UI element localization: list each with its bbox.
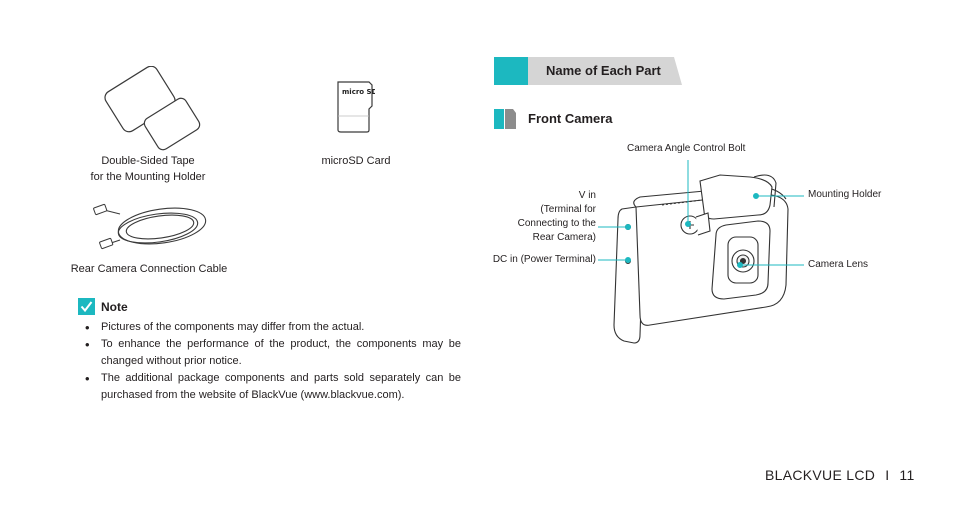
tape-caption-line-1: Double-Sided Tape bbox=[101, 155, 195, 167]
tape-caption-line-2: for the Mounting Holder bbox=[90, 171, 206, 183]
label-v-in-line-2: (Terminal for bbox=[540, 204, 596, 215]
subheading-icon bbox=[494, 109, 516, 129]
label-v-in-line-3: Connecting to the bbox=[517, 218, 596, 229]
sd-caption: microSD Card bbox=[321, 155, 391, 167]
cable-caption: Rear Camera Connection Cable bbox=[70, 263, 228, 275]
rear-camera-cable-illustration bbox=[93, 203, 207, 250]
section-heading: Name of Each Part bbox=[494, 57, 682, 85]
label-v-in-line-1: V in bbox=[578, 190, 596, 201]
note-item: Pictures of the components may differ fr… bbox=[81, 319, 461, 336]
note-item: The additional package components and pa… bbox=[81, 370, 461, 404]
note-item: To enhance the performance of the produc… bbox=[81, 336, 461, 370]
footer-separator: I bbox=[885, 467, 890, 483]
section-heading-accent bbox=[494, 57, 528, 85]
note-title: Note bbox=[101, 300, 128, 314]
double-sided-tape-illustration bbox=[104, 66, 201, 151]
label-v-in-line-4: Rear Camera) bbox=[532, 232, 596, 243]
sd-logo-text: micro SD bbox=[342, 88, 375, 96]
label-dc-in: DC in (Power Terminal) bbox=[492, 254, 596, 265]
checkmark-icon bbox=[78, 298, 95, 315]
footer-product: BLACKVUE LCD bbox=[765, 467, 876, 483]
tape-caption: Double-Sided Tape for the Mounting Holde… bbox=[60, 153, 236, 185]
microsd-card-illustration: micro SD bbox=[337, 81, 375, 133]
label-camera-lens: Camera Lens bbox=[808, 259, 869, 270]
front-camera-diagram bbox=[613, 174, 789, 344]
page-footer: BLACKVUE LCD I 11 bbox=[765, 467, 915, 483]
label-angle-bolt: Camera Angle Control Bolt bbox=[627, 143, 746, 154]
label-mounting-holder: Mounting Holder bbox=[808, 189, 882, 200]
note-list: Pictures of the components may differ fr… bbox=[81, 319, 461, 404]
page-number: 11 bbox=[899, 467, 915, 483]
section-heading-text: Name of Each Part bbox=[546, 63, 661, 78]
label-v-in: V in (Terminal for Connecting to the Rea… bbox=[496, 189, 596, 245]
subheading-text: Front Camera bbox=[528, 111, 613, 126]
